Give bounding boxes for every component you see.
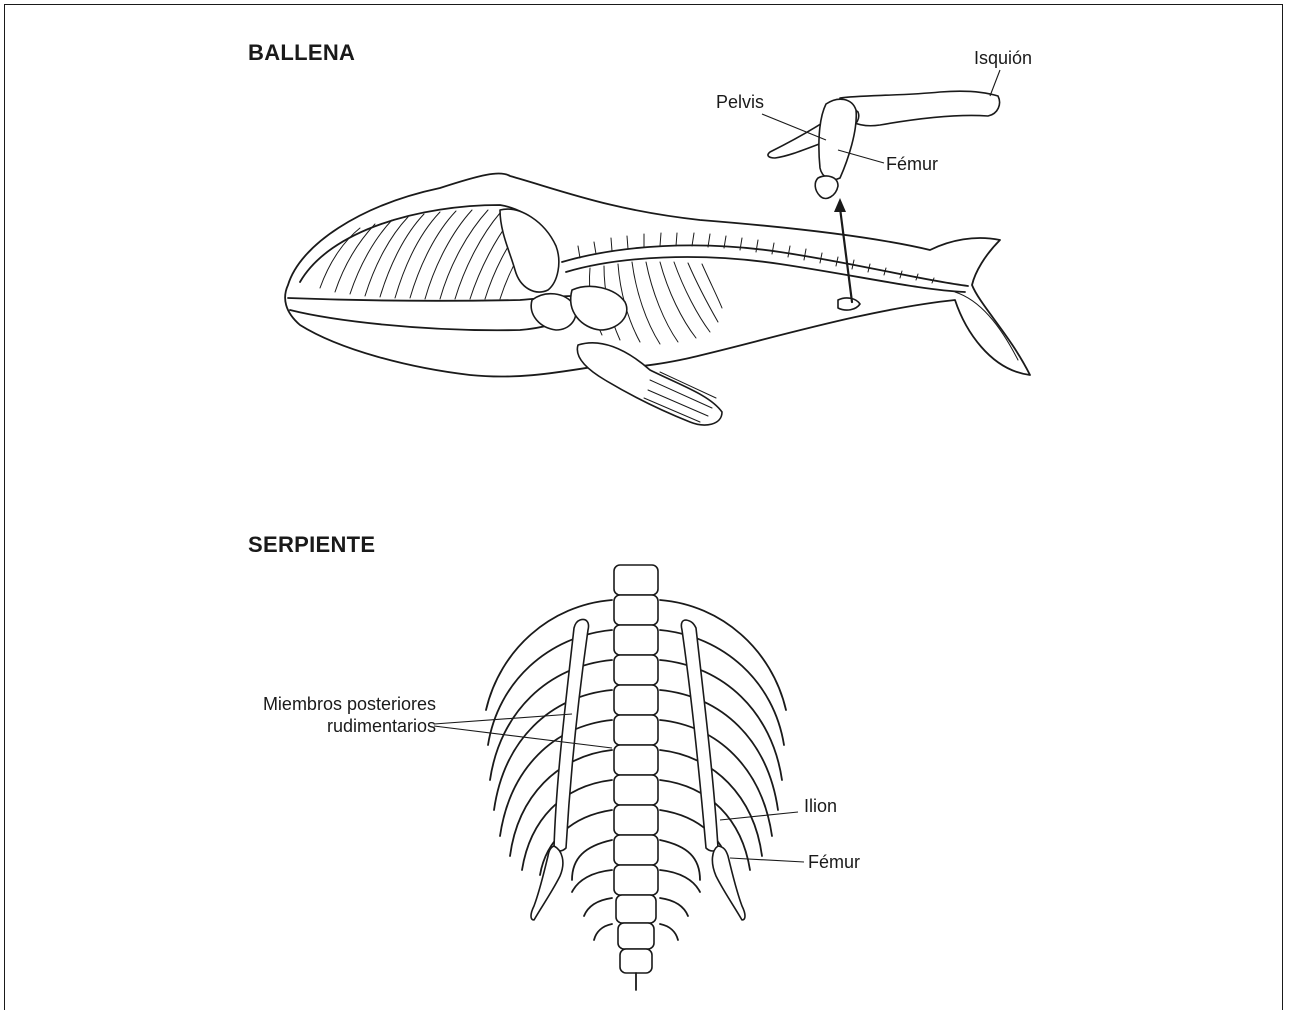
label-ilion: Ilion <box>804 796 837 817</box>
label-snake-femur: Fémur <box>808 852 860 873</box>
label-miembros-line2: rudimentarios <box>244 716 436 737</box>
label-miembros-line1: Miembros posteriores <box>244 694 436 715</box>
